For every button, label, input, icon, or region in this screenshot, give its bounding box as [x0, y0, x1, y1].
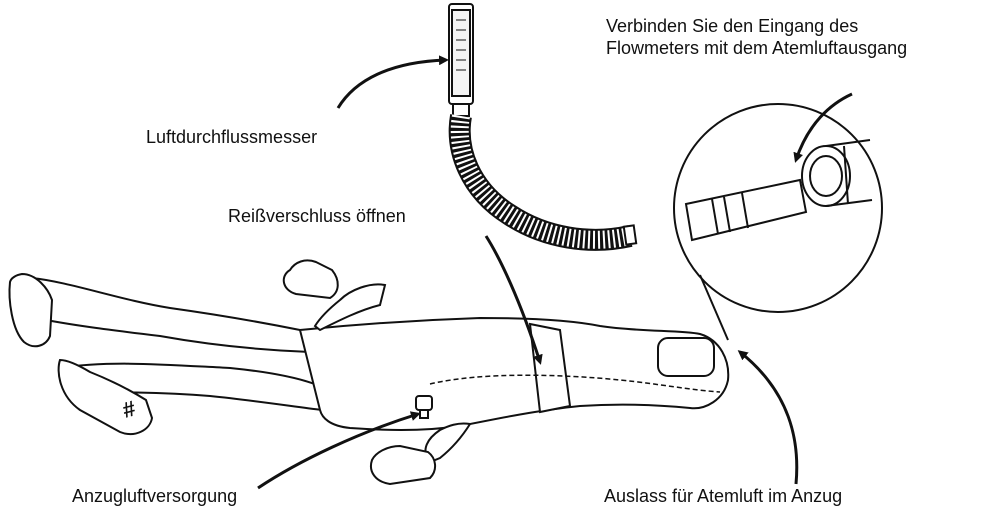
connect-instruction-line-1: Verbinden Sie den Eingang des	[606, 15, 907, 37]
connect-instruction-line-2: Flowmeters mit dem Atemluftausgang	[606, 37, 907, 59]
corrugated-hose	[460, 116, 636, 245]
suit-air-supply-label: Anzugluftversorgung	[72, 485, 237, 507]
breathing-air-outlet-label: Auslass für Atemluft im Anzug	[604, 485, 842, 507]
flowmeter-label: Luftdurchflussmesser	[146, 126, 317, 148]
arrow-outlet	[740, 352, 797, 484]
arrow-flowmeter	[338, 60, 446, 108]
suit-figure: #	[10, 260, 729, 484]
zipper-label: Reißverschluss öffnen	[228, 205, 406, 227]
connect-instruction-label: Verbinden Sie den Eingang des Flowmeters…	[606, 15, 907, 59]
zoom-detail-circle	[674, 104, 882, 340]
flowmeter-device	[449, 4, 473, 116]
